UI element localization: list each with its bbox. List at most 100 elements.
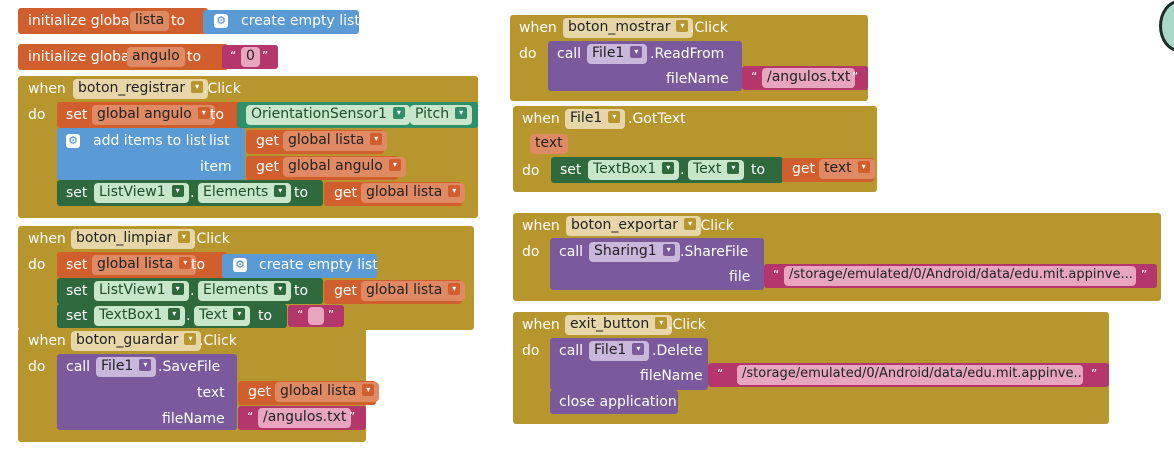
- textbox-component[interactable]: TextBox1▾: [94, 306, 186, 326]
- sharing1-component[interactable]: Sharing1▾: [589, 242, 680, 262]
- text-property[interactable]: Text▾: [688, 160, 745, 180]
- chevron-down-icon: ▾: [184, 333, 197, 345]
- init-lista-to: to: [171, 13, 186, 29]
- text-param[interactable]: text: [530, 134, 568, 154]
- get-lista-var[interactable]: global lista▾: [283, 131, 388, 151]
- chevron-down-icon: ▾: [171, 283, 184, 295]
- gottext-component[interactable]: File1▾: [565, 109, 626, 129]
- exportar-do: do: [522, 244, 540, 260]
- chevron-down-icon: ▾: [233, 308, 246, 320]
- chevron-down-icon: ▾: [684, 218, 697, 230]
- init-angulo-name[interactable]: angulo: [127, 47, 185, 67]
- quote-open: “: [717, 367, 724, 381]
- init-lista-prefix: initialize global: [28, 13, 134, 29]
- chevron-down-icon: ▾: [655, 317, 668, 329]
- set-to: to: [294, 283, 309, 299]
- chevron-down-icon: ▾: [608, 111, 621, 123]
- guardar-component[interactable]: boton_guardar▾: [71, 331, 202, 351]
- mostrar-when: when: [519, 20, 557, 36]
- create-empty-list-label: create empty list: [259, 257, 378, 273]
- text-arg-label: text: [197, 385, 225, 401]
- pitch-property[interactable]: Pitch▾: [410, 105, 473, 125]
- chevron-down-icon: ▾: [274, 283, 287, 295]
- create-empty-list-block[interactable]: [203, 10, 359, 34]
- set-label: set: [66, 107, 88, 123]
- chevron-down-icon: ▾: [676, 20, 689, 32]
- init-lista-name[interactable]: lista: [130, 11, 170, 31]
- gear-icon[interactable]: ⚙: [233, 258, 247, 272]
- elements-property[interactable]: Elements▾: [198, 281, 292, 301]
- dot: .: [186, 308, 191, 324]
- chevron-down-icon: ▾: [857, 161, 870, 173]
- create-empty-list-label: create empty list: [241, 13, 360, 29]
- chevron-down-icon: ▾: [177, 231, 190, 243]
- chevron-down-icon: ▾: [662, 244, 675, 256]
- path-value[interactable]: /storage/emulated/0/Android/data/edu.mit…: [784, 266, 1136, 286]
- chevron-down-icon: ▾: [727, 162, 740, 174]
- create-empty-list-block[interactable]: [222, 254, 377, 278]
- textbox-component[interactable]: TextBox1▾: [588, 160, 680, 180]
- set-angulo-var[interactable]: global angulo▾: [92, 105, 215, 125]
- set-lista-var[interactable]: global lista▾: [92, 255, 197, 275]
- init-angulo-block[interactable]: [18, 44, 228, 70]
- get-label: get: [792, 161, 815, 177]
- filename-value[interactable]: /angulos.txt: [258, 408, 352, 428]
- set-label: set: [66, 257, 88, 273]
- listview-component[interactable]: ListView1▾: [94, 183, 189, 203]
- chevron-down-icon: ▾: [662, 162, 675, 174]
- chevron-down-icon: ▾: [632, 343, 645, 355]
- filename-arg-label: fileName: [666, 71, 729, 87]
- call-label: call: [559, 244, 584, 260]
- get-lista-var[interactable]: global lista▾: [361, 183, 466, 203]
- registrar-component[interactable]: boton_registrar▾: [73, 79, 209, 99]
- gear-icon[interactable]: ⚙: [66, 134, 80, 148]
- get-lista-var[interactable]: global lista▾: [275, 382, 380, 402]
- registrar-when: when: [28, 81, 66, 97]
- mostrar-component[interactable]: boton_mostrar▾: [563, 18, 694, 38]
- elements-property[interactable]: Elements▾: [198, 183, 292, 203]
- set-to: to: [191, 257, 206, 273]
- quote-open: “: [773, 268, 780, 282]
- file1-component[interactable]: File1▾: [587, 44, 648, 64]
- path-value[interactable]: /storage/emulated/0/Android/data/edu.mit…: [737, 365, 1083, 385]
- init-angulo-to: to: [187, 49, 202, 65]
- workspace-trash-icon[interactable]: [1159, 0, 1174, 52]
- exportar-when: when: [522, 218, 560, 234]
- chevron-down-icon: ▾: [168, 308, 181, 320]
- chevron-down-icon: ▾: [370, 133, 383, 145]
- listview-component[interactable]: ListView1▾: [94, 281, 189, 301]
- mostrar-do: do: [519, 46, 537, 62]
- exit-component[interactable]: exit_button▾: [565, 315, 673, 335]
- get-text-var[interactable]: text▾: [819, 159, 875, 179]
- add-items-block[interactable]: [57, 128, 245, 180]
- get-angulo-var[interactable]: global angulo▾: [283, 157, 406, 177]
- quote-open: “: [247, 410, 254, 424]
- get-lista-var[interactable]: global lista▾: [361, 281, 466, 301]
- filename-arg-label: fileName: [162, 411, 225, 427]
- exportar-component[interactable]: boton_exportar▾: [566, 216, 702, 236]
- exit-do: do: [522, 343, 540, 359]
- quote-close: ”: [1091, 367, 1098, 381]
- init-lista-block[interactable]: [18, 8, 208, 34]
- limpiar-do: do: [28, 257, 46, 273]
- file1-component[interactable]: File1▾: [96, 357, 157, 377]
- angulo-value[interactable]: 0: [241, 47, 260, 67]
- orientation-sensor-component[interactable]: OrientationSensor1▾: [246, 105, 410, 125]
- limpiar-component[interactable]: boton_limpiar▾: [71, 229, 195, 249]
- set-label: set: [66, 283, 88, 299]
- close-application-block[interactable]: [550, 390, 678, 414]
- quote-close: ”: [852, 70, 859, 84]
- get-label: get: [248, 384, 271, 400]
- call-label: call: [559, 343, 584, 359]
- empty-string-value[interactable]: [308, 307, 324, 325]
- gear-icon[interactable]: ⚙: [214, 14, 228, 28]
- file1-component[interactable]: File1▾: [589, 341, 650, 361]
- text-property[interactable]: Text▾: [194, 306, 251, 326]
- filename-arg-label: fileName: [640, 368, 703, 384]
- call-label: call: [557, 46, 582, 62]
- chevron-down-icon: ▾: [197, 107, 210, 119]
- sharefile-method: .ShareFile: [680, 244, 749, 260]
- quote-open: “: [230, 49, 237, 63]
- filename-value[interactable]: /angulos.txt: [762, 68, 856, 88]
- exit-event: .Click: [668, 317, 706, 333]
